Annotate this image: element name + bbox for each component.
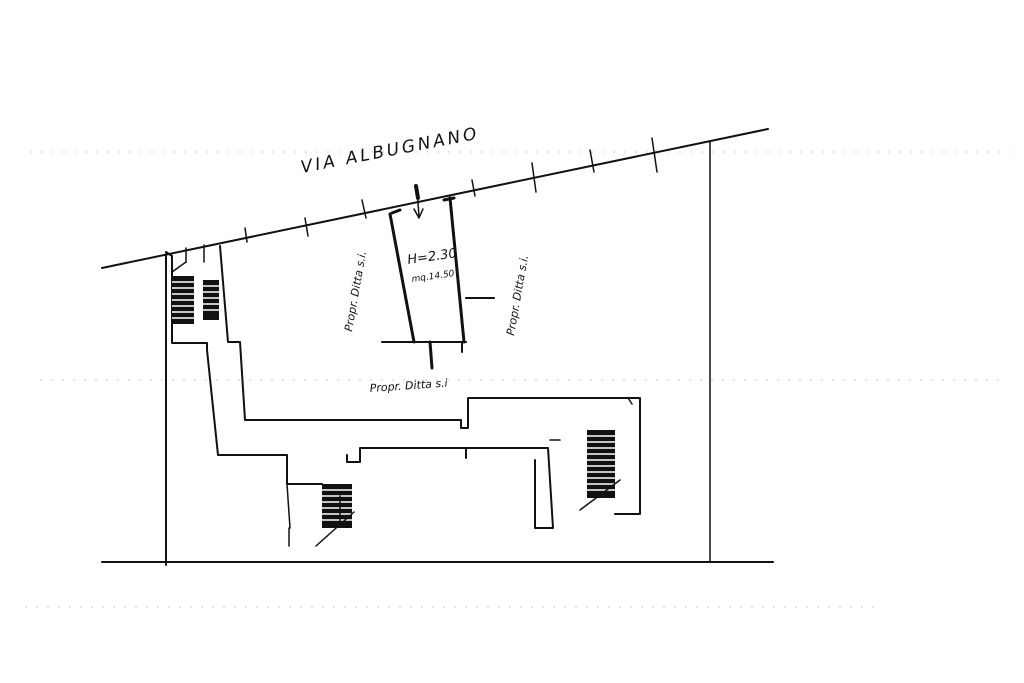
garage-unit [381,196,495,370]
street-name: VIA ALBUGNANO [299,124,481,178]
neighbor-right-label: Propr. Ditta s.i. [504,254,531,337]
stair-icon [171,244,219,324]
scan-artifacts [25,151,1010,608]
entrance-arrow-icon [413,184,424,219]
height-label: H=2.30 [406,246,457,268]
stair-icon [549,430,621,511]
neighbor-left-label: Propr. Ditta s.i. [342,250,369,333]
lot-boundary [101,140,774,566]
street-front [101,128,769,269]
neighbor-bottom-label: Propr. Ditta s.i [369,377,448,395]
stair-icon [315,484,355,547]
area-label: mq.14.50 [411,269,455,285]
